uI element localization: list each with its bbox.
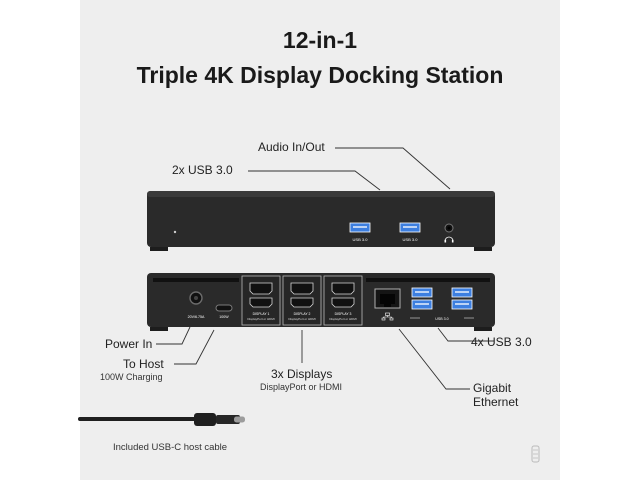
rear-usb-label: USB 3.0 bbox=[435, 317, 448, 321]
status-led bbox=[173, 230, 177, 234]
usbc-rating-label: 100W bbox=[219, 315, 229, 319]
usb-c-cable bbox=[78, 413, 245, 426]
display-3-sublabel: DisplayPort or HDMI bbox=[329, 317, 357, 321]
power-port bbox=[189, 291, 203, 305]
network-icon bbox=[381, 312, 394, 321]
front-usb-label-2: USB 3.0 bbox=[403, 237, 419, 242]
callout-displays: 3x Displays bbox=[271, 367, 333, 381]
display-1-label: DISPLAY 1 bbox=[253, 312, 270, 316]
power-rating-label: 20V/6.75A bbox=[188, 315, 205, 319]
callout-front-usb: 2x USB 3.0 bbox=[172, 163, 233, 177]
display-2-label: DISPLAY 2 bbox=[294, 312, 311, 316]
title-line-1: 12-in-1 bbox=[282, 27, 358, 53]
front-usb-port-1 bbox=[349, 222, 371, 233]
callout-rear-usb: 4x USB 3.0 bbox=[471, 335, 532, 349]
callout-audio: Audio In/Out bbox=[258, 140, 325, 154]
audio-jack bbox=[444, 223, 454, 233]
front-usb-label-1: USB 3.0 bbox=[353, 237, 369, 242]
callout-displays-sub: DisplayPort or HDMI bbox=[260, 382, 343, 392]
dock-rear: 20V/6.75A 100W DISPLAY 1 DisplayPort or … bbox=[147, 273, 495, 331]
display-port-group-3 bbox=[323, 275, 363, 326]
display-port-group-1 bbox=[241, 275, 281, 326]
rear-usb-ports bbox=[411, 287, 473, 310]
callout-to-host: To Host bbox=[123, 357, 164, 371]
display-3-label: DISPLAY 3 bbox=[335, 312, 352, 316]
callout-power: Power In bbox=[105, 337, 153, 351]
leader-lines bbox=[156, 147, 494, 390]
display-1-sublabel: DisplayPort or HDMI bbox=[247, 317, 275, 321]
headset-icon bbox=[444, 236, 454, 243]
front-usb-port-2 bbox=[399, 222, 421, 233]
ethernet-port bbox=[374, 288, 401, 309]
callout-to-host-sub: 100W Charging bbox=[100, 372, 163, 382]
title-line-2: Triple 4K Display Docking Station bbox=[136, 62, 504, 88]
callout-ethernet-1: Gigabit bbox=[473, 381, 512, 395]
vent-slots bbox=[153, 278, 490, 282]
display-port-group-2 bbox=[282, 275, 322, 326]
callout-cable: Included USB-C host cable bbox=[113, 442, 228, 453]
usbc-host-port bbox=[215, 304, 233, 312]
dock-front: USB 3.0 USB 3.0 bbox=[147, 191, 495, 251]
brand-logo-icon bbox=[531, 445, 540, 463]
display-2-sublabel: DisplayPort or HDMI bbox=[288, 317, 316, 321]
callout-ethernet-2: Ethernet bbox=[473, 395, 519, 409]
